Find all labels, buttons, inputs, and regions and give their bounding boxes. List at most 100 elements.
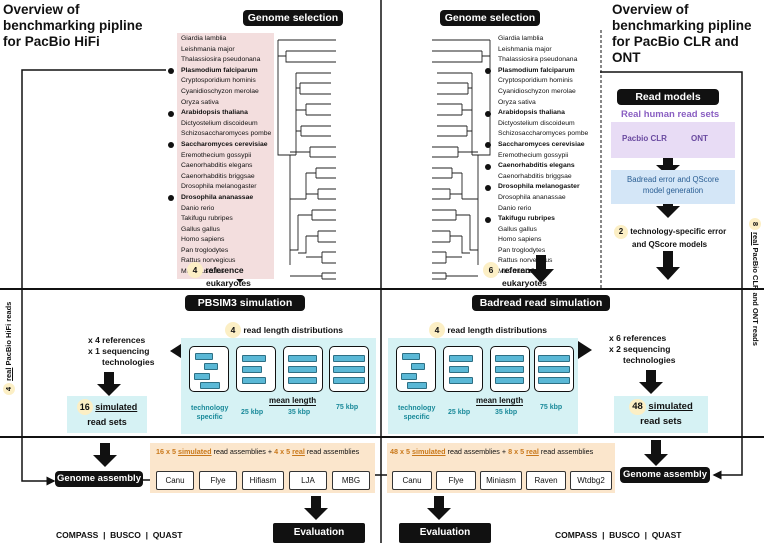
- left-sim-count: 16: [76, 399, 93, 415]
- species-item: Leishmania major: [498, 45, 552, 53]
- species-item: Cryptosporidium hominis: [498, 77, 573, 85]
- right-dist-text: read length distributions: [447, 325, 548, 335]
- left-len-75: 75 kbp: [336, 404, 359, 411]
- species-item: Arabidopsis thaliana: [181, 109, 248, 117]
- right-length-distribution-box: technology specific mean length 25 kbp 3…: [388, 338, 578, 434]
- selected-species-dot-icon: [485, 110, 491, 117]
- tech-models-line1: technology-specific error: [630, 227, 727, 236]
- species-item: Homo sapiens: [181, 236, 225, 244]
- selected-species-dot-icon: [168, 195, 174, 202]
- right-side-rest: PacBio CLR and ONT reads: [751, 247, 760, 346]
- left-title: Overview of benchmarking pipline for Pac…: [3, 2, 143, 50]
- left-dist-text: read length distributions: [243, 325, 344, 335]
- species-item: Giardia lamblia: [181, 35, 227, 42]
- species-item: Gallus gallus: [498, 225, 537, 233]
- left-len-25: 25 kbp: [241, 409, 264, 416]
- species-item: Dictyostelium discoideum: [498, 119, 575, 127]
- selected-species-dot-icon: [485, 68, 491, 75]
- species-item: Drosophila melanogaster: [181, 183, 257, 191]
- species-item: Drosophila ananassae: [181, 193, 254, 201]
- species-item: Danio rerio: [181, 204, 215, 212]
- left-assembler-canu: Canu: [156, 471, 194, 490]
- right-asm-rest-a: read assemblies +: [447, 447, 507, 456]
- left-x-sequencing: x 1 sequencing: [88, 346, 150, 356]
- left-genome-selection-label: Genome selection: [243, 10, 343, 26]
- species-item: Plasmodium falciparum: [498, 66, 575, 74]
- species-item: Danio rerio: [498, 204, 532, 212]
- species-item: Cryptosporidium hominis: [181, 77, 256, 85]
- left-assembler-lja: LJA: [289, 471, 327, 490]
- ont-label: ONT: [691, 134, 708, 143]
- species-item: Rattus norvegicus: [181, 257, 236, 265]
- right-assembler-wtdbg2: Wtdbg2: [570, 471, 612, 490]
- left-side-count: 4: [3, 383, 15, 395]
- right-title-line2: benchmarking pipline: [612, 18, 752, 33]
- right-evaluation-label: Evaluation: [399, 523, 491, 543]
- right-ref-line2: eukaryotes: [502, 278, 547, 288]
- species-item: Gallus gallus: [181, 225, 220, 233]
- left-sim-word: simulated: [95, 402, 138, 412]
- left-dist-count: 4: [225, 322, 241, 338]
- left-ref-count: 4: [187, 262, 203, 278]
- right-len-25: 25 kbp: [448, 409, 471, 416]
- right-asm-sim: simulated: [411, 447, 446, 456]
- right-assembler-canu: Canu: [392, 471, 432, 490]
- left-x-technologies: technologies: [102, 357, 155, 367]
- left-mean-length: mean length: [269, 396, 317, 406]
- species-item: Caenorhabditis elegans: [181, 162, 253, 170]
- right-asm-count-b: 8 x 5: [508, 447, 525, 456]
- right-ref-count: 6: [483, 262, 499, 278]
- species-item: Takifugu rubripes: [498, 215, 555, 223]
- right-asm-real: real: [526, 447, 539, 456]
- species-item: Thalassiosira pseudonana: [181, 56, 261, 64]
- left-multipliers: x 4 references x 1 sequencing technologi…: [88, 335, 154, 368]
- species-item: Saccharomyces cerevisiae: [181, 140, 268, 148]
- left-simulation-label: PBSIM3 simulation: [185, 295, 305, 311]
- species-item: Pan troglodytes: [181, 246, 229, 254]
- species-item: Drosophila melanogaster: [498, 183, 580, 191]
- species-item: Plasmodium falciparum: [181, 66, 258, 74]
- right-dist-card-35: [490, 346, 530, 392]
- left-asm-rest-a: read assemblies +: [213, 447, 273, 456]
- species-item: Leishmania major: [181, 45, 235, 53]
- right-mean-length: mean length: [476, 396, 524, 406]
- left-asm-count-b: 4 x 5: [274, 447, 291, 456]
- right-title-line3: for PacBio CLR and ONT: [612, 34, 739, 65]
- species-item: Arabidopsis thaliana: [498, 109, 565, 117]
- right-multipliers: x 6 references x 2 sequencing technologi…: [609, 333, 675, 366]
- pacbio-clr-label: Pacbio CLR: [622, 134, 667, 143]
- left-asm-real: real: [292, 447, 305, 456]
- right-genome-selection-label: Genome selection: [440, 10, 540, 26]
- right-tech-specific: technology specific: [398, 404, 435, 422]
- tech-models-line2: and QScore models: [632, 240, 708, 249]
- left-dist-card-25: [236, 346, 276, 392]
- right-read-length-distributions: 4 read length distributions: [429, 322, 547, 338]
- left-sim-sets: read sets: [87, 417, 127, 427]
- badread-model-box: Badread error and QScore model generatio…: [611, 170, 735, 204]
- left-assemblies-box: 16 x 5 simulated read assemblies + 4 x 5…: [150, 443, 375, 493]
- species-item: Giardia lamblia: [498, 35, 544, 42]
- left-simulated-read-sets: 16 simulated read sets: [67, 396, 147, 433]
- selected-species-dot-icon: [485, 184, 491, 191]
- species-item: Drosophila ananassae: [498, 193, 566, 201]
- left-side-real: real: [4, 367, 13, 381]
- left-tech-specific-a: technology: [191, 405, 229, 412]
- right-sim-word: simulated: [648, 401, 693, 412]
- left-reference-eukaryotes: 4 reference eukaryotes: [187, 262, 251, 289]
- right-len-35: 35 kbp: [495, 409, 518, 416]
- left-assembly-summary: 16 x 5 simulated read assemblies + 4 x 5…: [156, 447, 359, 456]
- right-assembler-miniasm: Miniasm: [480, 471, 522, 490]
- right-asm-rest-b: read assemblies: [540, 447, 594, 456]
- right-tech-specific-a: technology: [398, 405, 436, 412]
- left-assembler-mbg: MBG: [332, 471, 370, 490]
- right-dist-count: 4: [429, 322, 445, 338]
- right-evaluation-tools: COMPASS | BUSCO | QUAST: [555, 530, 682, 540]
- right-simulation-label: Badread read simulation: [472, 295, 610, 311]
- selected-species-dot-icon: [168, 110, 174, 117]
- species-item: Mus musculus: [498, 268, 542, 276]
- species-item: Cyanidioschyzon merolae: [498, 87, 576, 95]
- right-x-sequencing: x 2 sequencing: [609, 344, 671, 354]
- left-asm-rest-b: read assemblies: [306, 447, 360, 456]
- right-len-75: 75 kbp: [540, 404, 563, 411]
